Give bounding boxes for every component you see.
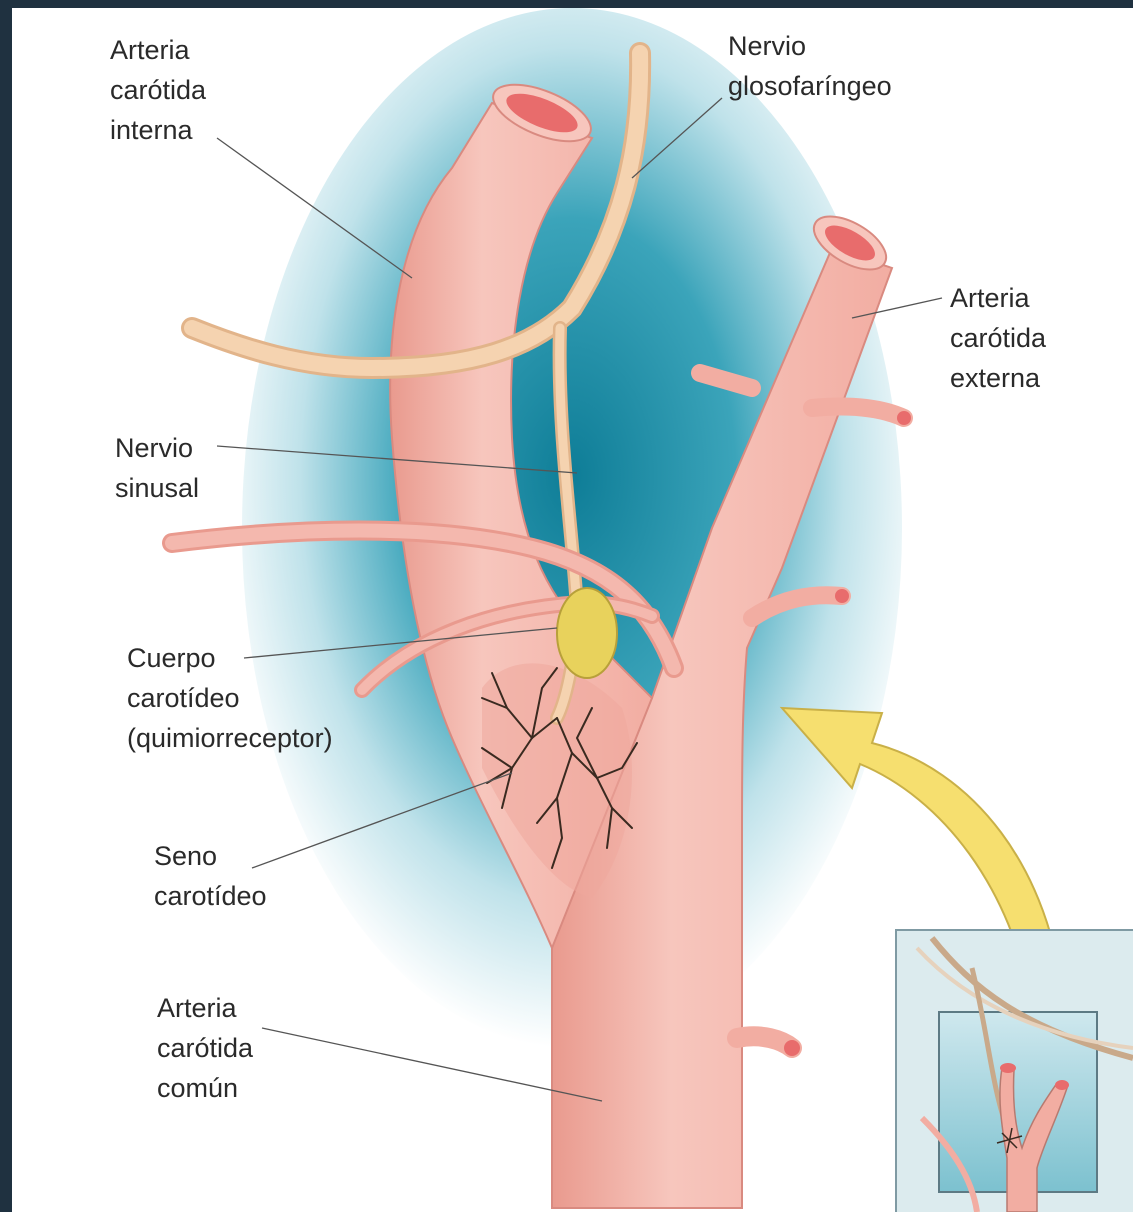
branch-end-3 bbox=[784, 1040, 800, 1056]
label-carotid-sinus: Seno carotídeo bbox=[154, 836, 267, 916]
label-sinus-nerve: Nervio sinusal bbox=[115, 428, 199, 508]
label-carotid-body: Cuerpo carotídeo (quimiorreceptor) bbox=[127, 638, 333, 758]
label-glossopharyngeal-nerve: Nervio glosofaríngeo bbox=[728, 26, 892, 106]
left-border bbox=[0, 0, 12, 1212]
diagram-canvas: Arteria carótida interna Nervio glosofar… bbox=[12, 8, 1133, 1212]
branch-lower-right bbox=[737, 1036, 792, 1048]
label-common-carotid: Arteria carótida común bbox=[157, 988, 253, 1108]
top-border bbox=[0, 0, 1133, 8]
label-external-carotid: Arteria carótida externa bbox=[950, 278, 1046, 398]
branch-end-1 bbox=[897, 411, 911, 425]
branch-end-2 bbox=[835, 589, 849, 603]
label-internal-carotid: Arteria carótida interna bbox=[110, 30, 206, 150]
carotid-body bbox=[557, 588, 617, 678]
